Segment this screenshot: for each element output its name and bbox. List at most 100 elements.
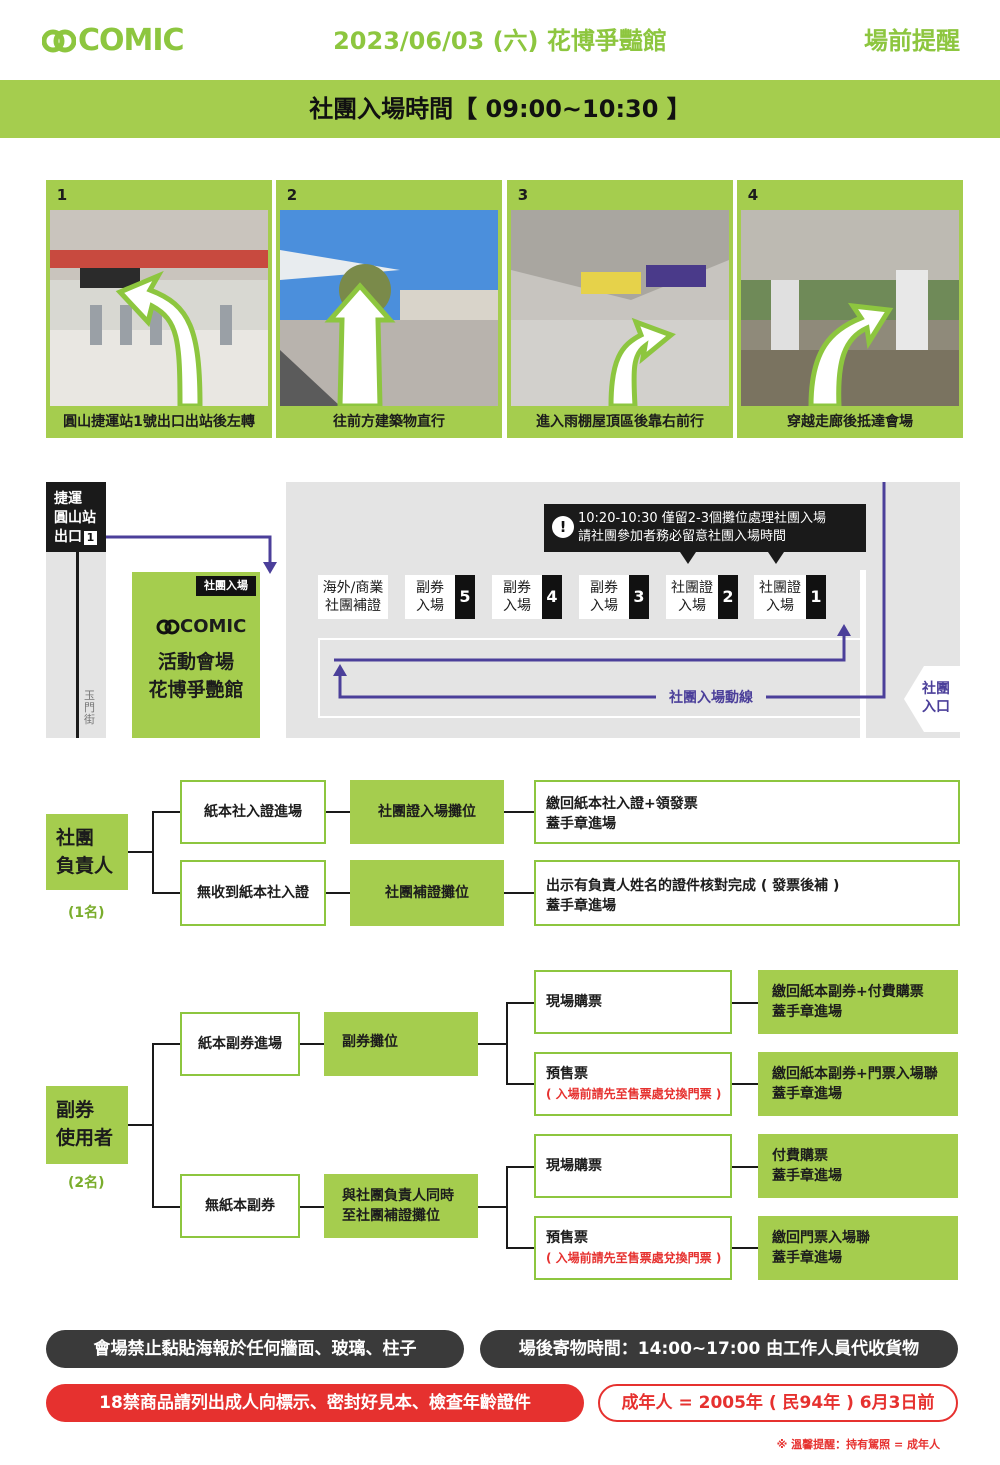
result-show-id: 出示有負責人姓名的證件核對完成 ( 發票後補 )蓋手章進場: [534, 860, 960, 926]
booth-subticket-5: 副券入場 5: [405, 575, 475, 619]
booth-subticket-3: 副券入場 3: [579, 575, 649, 619]
mrt-label-line2: 圓山站: [54, 510, 96, 526]
step-caption: 穿越走廊後抵達會場: [787, 414, 913, 430]
notice-line2: 請社團參加者務必留意社團入場時間: [578, 529, 787, 544]
connector: [152, 1043, 180, 1045]
plaza-photo-icon: [280, 210, 498, 406]
adult-goods-notice: 18禁商品請列出成人向標示、密封好見本、檢查年齡證件: [46, 1384, 584, 1422]
venue-logo: COMIC: [156, 616, 246, 638]
venue-name-line1: 活動會場: [157, 651, 234, 673]
connector: [152, 1043, 154, 1207]
connector: [152, 811, 154, 893]
event-date: 2023/06/03 (六) 花博爭豔館: [333, 27, 667, 55]
booth-with-leader-replacement: 與社團負責人同時至社團補證攤位: [324, 1174, 478, 1238]
connector: [732, 1247, 758, 1249]
club-entrance-marker: 社團 入口: [904, 666, 960, 732]
booth-number: 1: [806, 575, 826, 619]
condition-no-paper-subticket: 無紙本副券: [180, 1174, 300, 1238]
connector: [506, 1002, 534, 1004]
connector: [504, 892, 534, 894]
limited-booth-notice: ! 10:20-10:30 僅留2-3個攤位處理社團入場 請社團參加者務必留意社…: [544, 504, 866, 552]
step-number: 3: [507, 180, 539, 210]
mrt-exit-number: 1: [84, 531, 97, 545]
entry-time-banner: 社團入場時間【 09:00~10:30 】: [0, 80, 1000, 138]
comic-logo: COMIC: [42, 24, 185, 58]
result-pay-ticket: 付費購票蓋手章進場: [758, 1134, 958, 1198]
connector: [300, 1043, 324, 1045]
connector: [506, 1002, 508, 1084]
connector: [128, 851, 152, 853]
venue-entry-arrow: [260, 574, 286, 592]
connector: [732, 1166, 758, 1168]
booth-number: 4: [542, 575, 562, 619]
adult-definition-notice: 成年人 = 2005年 ( 民94年 ) 6月3日前: [598, 1384, 958, 1422]
station-gates-photo-icon: [50, 210, 268, 406]
connector: [478, 1043, 506, 1045]
step-caption: 往前方建築物直行: [333, 414, 445, 430]
booth-number: 2: [718, 575, 738, 619]
connector: [506, 1083, 534, 1085]
booth-club-pass-entry: 社團證入場攤位: [350, 780, 504, 844]
connector: [326, 811, 350, 813]
connector: [152, 1206, 180, 1208]
connector: [152, 811, 180, 813]
condition-no-paper-club-pass: 無收到紙本社入證: [180, 860, 326, 926]
route-label: 社團入場動線: [656, 688, 766, 708]
logo-text: COMIC: [78, 23, 185, 58]
no-poster-notice: 會場禁止黏貼海報於任何牆面、玻璃、柱子: [46, 1330, 464, 1368]
booth-subticket-4: 副券入場 4: [492, 575, 562, 619]
connector: [732, 1002, 758, 1004]
step-photo: [511, 210, 729, 406]
step-number: 2: [276, 180, 308, 210]
option-presale-ticket: 預售票 ( 入場前請先至售票處兌換門票 ): [534, 1052, 732, 1116]
presale-note: ( 入場前請先至售票處兌換門票 ): [546, 1087, 722, 1101]
step-2: 2 往前方建築物直行: [276, 180, 502, 438]
step-1: 1 圓山捷運站1號出口出站後左轉: [46, 180, 272, 438]
entrance-line2: 入口: [922, 699, 950, 715]
connector: [506, 1247, 534, 1249]
role-club-leader: 社團負責人: [46, 814, 128, 890]
step-photo: [741, 210, 959, 406]
result-return-subticket-pay: 繳回紙本副券+付費購票蓋手章進場: [758, 970, 958, 1034]
connector: [326, 892, 350, 894]
venue-entry-label: 社團入場: [196, 576, 256, 596]
step-4: 4 穿越走廊後抵達會場: [737, 180, 963, 438]
alert-icon: !: [552, 516, 574, 538]
notice-pointers: [680, 552, 784, 564]
mrt-label-line1: 捷運: [54, 491, 82, 507]
booth-club-pass-1: 社團證入場 1: [754, 575, 826, 619]
connector: [128, 1124, 152, 1126]
canopy-walkway-photo-icon: [511, 210, 729, 406]
step-caption: 進入雨棚屋頂區後靠右前行: [536, 414, 704, 430]
booth-number: 5: [455, 575, 475, 619]
step-photo: [50, 210, 268, 406]
result-return-subticket-ticket: 繳回紙本副券+門票入場聯蓋手章進場: [758, 1052, 958, 1116]
connector: [732, 1083, 758, 1085]
subticket-count: (2名): [68, 1175, 105, 1191]
corridor-wall: [860, 570, 866, 738]
notice-line1: 10:20-10:30 僅留2-3個攤位處理社團入場: [578, 511, 826, 526]
leader-count: (1名): [68, 905, 105, 921]
connector: [506, 1166, 508, 1248]
venue-building: 社團入場 COMIC 活動會場 花博爭艷館: [132, 572, 260, 738]
venue-logo-icon: [156, 619, 180, 635]
option-presale-ticket: 預售票 ( 入場前請先至售票處兌換門票 ): [534, 1216, 732, 1280]
booth-club-pass-2: 社團證入場 2: [666, 575, 738, 619]
result-return-pass: 繳回紙本社入證+領發票蓋手章進場: [534, 780, 960, 844]
venue-name-line2: 花博爭艷館: [148, 679, 244, 701]
option-onsite-purchase: 現場購票: [534, 1134, 732, 1198]
license-footnote: ※ 溫馨提醒：持有駕照 = 成年人: [776, 1438, 940, 1451]
option-onsite-purchase: 現場購票: [534, 970, 732, 1034]
booth-subticket: 副券攤位: [324, 1012, 478, 1076]
header-reminder-label: 場前提醒: [864, 27, 960, 55]
comic-logo-icon: [42, 29, 76, 53]
storage-time-notice: 場後寄物時間：14:00~17:00 由工作人員代收貨物: [480, 1330, 958, 1368]
role-subticket-user: 副券使用者: [46, 1086, 128, 1164]
step-number: 4: [737, 180, 769, 210]
step-number: 1: [46, 180, 78, 210]
street-divider: [76, 552, 79, 738]
entrance-line1: 社團: [922, 681, 950, 697]
street-name: 玉門街: [84, 689, 95, 726]
